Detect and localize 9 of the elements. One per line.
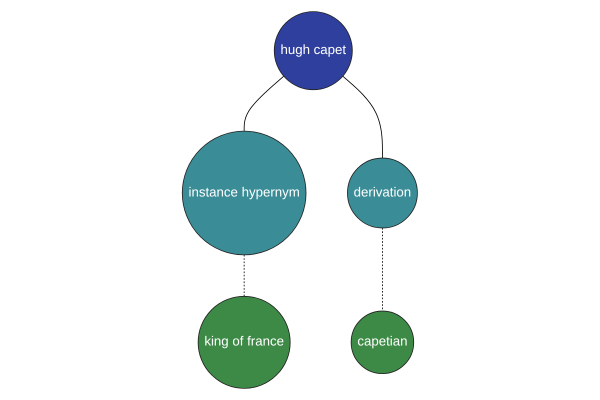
node-circle: king of france [198,296,291,389]
node-circle: hugh capet [274,11,353,90]
node-circle: derivation [347,158,418,228]
node-circle: instance hypernym [182,130,307,256]
connector [244,76,284,132]
connector [382,228,383,312]
connector [244,254,245,297]
node-circle: capetian [350,310,414,374]
connector [342,76,383,158]
